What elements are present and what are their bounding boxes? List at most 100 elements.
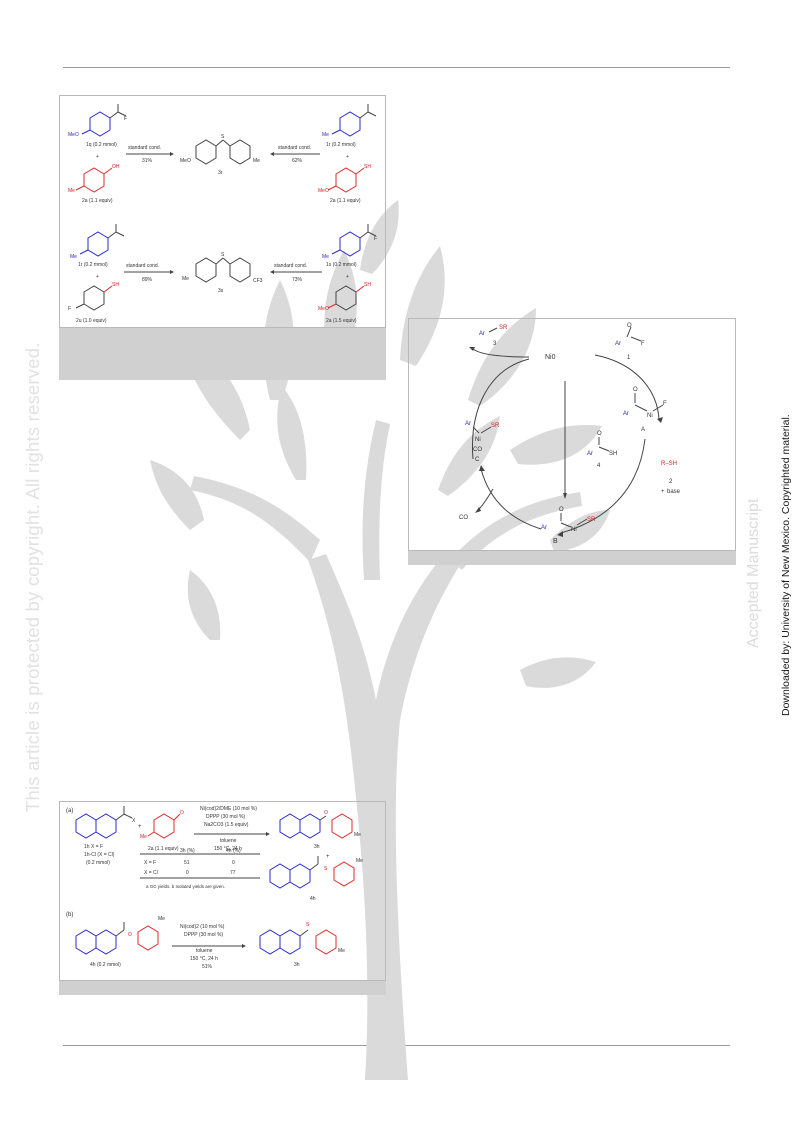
svg-text:Me: Me [354,832,361,838]
svg-text:Me: Me [338,948,345,954]
compound-4-label: 4 [597,463,601,469]
svg-text:SR: SR [587,517,596,523]
product-4h-label: 4h [310,896,316,902]
product-3s-structure: S Me CF3 [182,252,263,284]
reagent-1r-bottom-structure: Me [70,224,125,260]
cond-a-1: Ni(cod)2/DME (10 mol %) [200,806,257,812]
plus-sign-s2: + [138,824,142,830]
scheme1-panel: F MeO 1q (0.2 mmol) + OH Me 2a (1.1 equi… [59,95,386,328]
svg-text:CF3: CF3 [253,278,263,284]
base-label: base [667,489,681,495]
reagent-1q-label: 1q (0.2 mmol) [86,142,117,148]
plus-sign-br: + [346,274,349,280]
reagent-1h-cl-label: 1h-Cl (X = Cl) [84,852,115,858]
svg-text:SR: SR [499,325,508,331]
reagent-2a-br-label: 2a (1.5 equiv) [326,318,357,324]
compound-2-label: 2 [669,479,673,485]
intermediate-B-structure: O Ar Ni SR [541,507,596,533]
download-note: Downloaded by: University of New Mexico.… [780,414,792,716]
svg-text:Ni: Ni [647,413,653,419]
compound-3-structure: Ar SR [479,325,508,337]
reagent-1r-bottom-label: 1r (0.2 mmol) [78,262,108,268]
svg-text:Me: Me [356,858,363,864]
co-label: CO [459,515,468,521]
reagent-2a-label: 2a (1.1 equiv) [82,198,113,204]
svg-text:MeO: MeO [68,132,79,138]
reagent-2a-s2-label: 2a (1.1 equiv) [148,846,179,852]
svg-text:CO: CO [473,447,482,453]
cond-b-3: toluene [196,948,213,954]
accepted-manuscript-label: Accepted Manuscript [745,498,762,648]
compound-1-structure: O Ar F [615,323,645,347]
table-note: a GC yields. b Isolated yields are given… [146,884,225,889]
reagent-4h-structure: O Me [75,916,165,955]
plus-sign-bl: + [96,274,99,280]
reagent-2u-structure: SH F [68,282,119,312]
table-row2-x: X = Cl [144,870,158,876]
svg-text:Me: Me [253,158,260,164]
svg-text:SH: SH [364,282,371,288]
svg-text:Ar: Ar [587,451,593,457]
scheme2-panel: (a) X 1h X = F 1h-Cl (X = Cl) (0.2 mmol)… [59,801,386,981]
compound-4-structure: O Ar SH [587,431,617,457]
reagent-1r-label: 1r (0.2 mmol) [326,142,356,148]
svg-text:F: F [663,401,667,407]
conditions-tr: standard cond. [278,145,311,151]
svg-text:Ar: Ar [465,421,471,427]
product-3r-structure: S MeO Me [180,134,260,165]
yield-tr: 62% [292,158,303,164]
reagent-2a-right-label: 2a (1.1 equiv) [330,198,361,204]
cond-b-1: Ni(cod)2 (10 mol %) [180,924,225,930]
svg-text:SH: SH [609,451,617,457]
svg-text:SR: SR [491,423,500,429]
intermediate-A-structure: O Ar Ni F [623,387,667,419]
intermediate-B-label: B [553,538,558,545]
cycle-drawing: Ar SR 3 Ni0 O Ar F 1 O Ar [459,323,681,545]
reagent-2a-br-structure: SH MeO [318,282,371,312]
reagent-1s-label: 1s (0.2 mmol) [326,262,357,268]
table-header-4h: 4h (%) [226,848,241,854]
svg-text:F: F [374,236,377,242]
svg-text:Me: Me [70,254,77,260]
svg-text:MeO: MeO [318,188,329,194]
cond-b-2: DPPP (30 mol %) [184,932,223,938]
table-row2-3h: 0 [186,870,189,876]
reagent-1q-structure: F MeO [68,104,127,138]
table-row1-x: X = F [144,860,156,866]
cond-a-3: Na2CO3 (1.5 equiv) [204,822,249,828]
product-3h-structure: O Me [279,810,361,839]
svg-text:Ni: Ni [571,527,577,533]
svg-text:O: O [597,431,602,437]
plus-sign: + [96,154,99,160]
svg-text:OH: OH [112,164,120,170]
conditions-br: standard cond. [274,263,307,269]
table-row1-3h: 51 [184,860,190,866]
svg-text:F: F [68,306,71,312]
plus-sign-tr: + [346,154,349,160]
cond-a-5: 150 °C, 24 h [214,846,242,852]
part-b-label: (b) [66,912,73,918]
header-rule [63,67,730,68]
part-a-label: (a) [66,808,73,814]
svg-text:Me: Me [182,276,189,282]
svg-text:O: O [559,507,564,513]
reagent-1h-amount: (0.2 mmol) [86,860,110,866]
yield-br: 73% [292,277,303,283]
svg-text:Me: Me [158,916,165,922]
svg-text:Ar: Ar [479,331,485,337]
copyright-note: This article is protected by copyright. … [22,342,43,812]
table-row1-4h: 0 [232,860,235,866]
svg-text:Ar: Ar [541,525,547,531]
reagent-1h-structure: X [75,806,136,839]
product-4h-structure: S Me [269,856,363,889]
svg-text:Me: Me [68,188,75,194]
conditions-tl: standard cond. [128,145,161,151]
cycle-caption-bar [408,551,736,565]
intermediate-A-label: A [641,427,645,433]
svg-text:SH: SH [364,164,371,170]
yield-bl: 89% [142,277,153,283]
svg-text:MeO: MeO [318,306,329,312]
product-3h-label: 3h [314,844,320,850]
svg-text:S: S [324,866,328,872]
cond-a-4: toluene [220,838,237,844]
